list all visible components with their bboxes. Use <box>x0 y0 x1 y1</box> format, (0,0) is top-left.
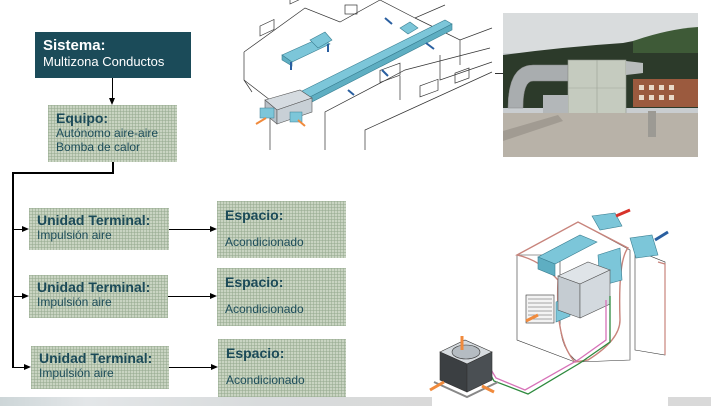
sistema-title: Sistema: <box>43 37 106 54</box>
arrow-right-icon <box>22 226 29 232</box>
connector-terminal-espacio-2 <box>168 296 211 297</box>
branch-line-2 <box>12 296 24 297</box>
sistema-subtitle: Multizona Conductos <box>43 54 165 69</box>
arrow-blue-icon <box>347 89 355 96</box>
terminal-title: Unidad Terminal: <box>37 279 151 295</box>
split-unit-illustration <box>429 208 669 399</box>
connector-vertical-trunk <box>12 172 14 368</box>
equipo-box: Equipo: Autónomo aire-aire Bomba de calo… <box>48 105 177 162</box>
rooftop-unit-photo <box>503 13 698 157</box>
arrow-red-icon <box>615 208 631 218</box>
arrow-blue-icon <box>384 17 393 25</box>
arrow-orange-icon <box>297 119 306 127</box>
espacio-title: Espacio: <box>226 345 285 361</box>
connector-equipo-down <box>112 162 114 174</box>
sistema-box: Sistema: Multizona Conductos <box>35 32 191 78</box>
espacio-subtitle: Acondicionado <box>226 373 305 387</box>
arrow-orange-icon <box>429 380 445 392</box>
arrow-orange-icon <box>525 313 539 323</box>
espacio-subtitle: Acondicionado <box>225 235 304 249</box>
arrow-blue-icon <box>654 230 669 242</box>
equipo-line2: Bomba de calor <box>56 140 141 154</box>
branch-line-1 <box>12 229 24 230</box>
arrow-orange-icon <box>255 117 267 125</box>
connector-terminal-espacio-1 <box>169 229 211 230</box>
espacio-box-1: Espacio: Acondicionado <box>217 201 346 258</box>
arrow-right-icon <box>22 293 29 299</box>
photo-connector-line <box>495 73 503 74</box>
terminal-subtitle: Impulsión aire <box>37 295 112 309</box>
duct-building-illustration <box>243 0 493 150</box>
terminal-box-2: Unidad Terminal: Impulsión aire <box>29 275 168 318</box>
espacio-box-3: Espacio: Acondicionado <box>218 339 346 397</box>
terminal-subtitle: Impulsión aire <box>39 366 114 380</box>
terminal-box-3: Unidad Terminal: Impulsión aire <box>31 346 169 389</box>
equipo-line1: Autónomo aire-aire <box>56 126 159 140</box>
terminal-title: Unidad Terminal: <box>37 212 151 228</box>
outdoor-unit-icon <box>433 339 499 399</box>
arrow-right-icon <box>211 364 218 370</box>
arrow-blue-icon <box>381 69 389 77</box>
arrow-right-icon <box>210 226 217 232</box>
espacio-title: Espacio: <box>225 207 284 223</box>
espacio-box-2: Espacio: Acondicionado <box>217 268 346 326</box>
espacio-title: Espacio: <box>225 274 284 290</box>
connector-horizontal-trunk <box>12 172 114 174</box>
terminal-box-1: Unidad Terminal: Impulsión aire <box>29 208 169 250</box>
bottom-background-strip-left <box>0 397 432 406</box>
terminal-subtitle: Impulsión aire <box>37 228 112 242</box>
espacio-subtitle: Acondicionado <box>225 302 304 316</box>
branch-line-3 <box>12 367 26 368</box>
arrow-down-icon <box>109 98 115 105</box>
arrow-blue-icon <box>425 42 435 50</box>
connector-terminal-espacio-3 <box>169 367 212 368</box>
bottom-background-strip-right <box>668 397 711 406</box>
connector-sistema-equipo <box>112 78 113 98</box>
terminal-title: Unidad Terminal: <box>39 350 153 366</box>
arrow-right-icon <box>210 293 217 299</box>
equipo-title: Equipo: <box>56 110 109 126</box>
arrow-right-icon <box>24 364 31 370</box>
arrow-orange-icon <box>481 384 495 394</box>
